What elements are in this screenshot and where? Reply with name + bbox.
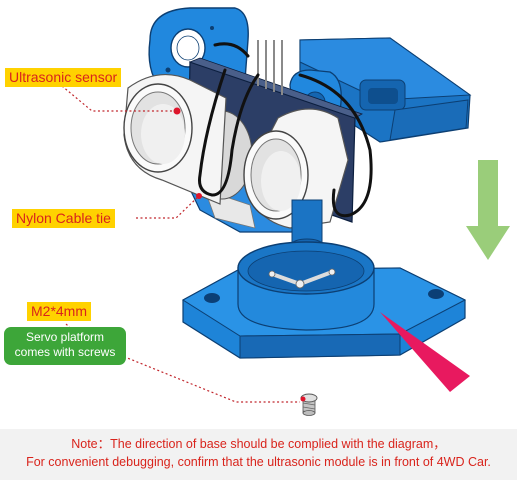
nylon-cable-tie — [198, 42, 373, 218]
leader-cable-tie — [136, 195, 200, 219]
ultrasonic-sensor-label: Ultrasonic sensor — [5, 68, 122, 87]
screw-size-label: M2*4mm — [27, 302, 92, 321]
direction-pointer — [380, 312, 470, 392]
note-text-line2: For convenient debugging, confirm that t… — [26, 455, 491, 469]
down-arrow-icon — [466, 160, 510, 260]
servo-note-line2: comes with screws — [14, 345, 116, 359]
servo-platform-note-badge: Servo platform comes with screws — [4, 327, 126, 365]
note-bar — [0, 429, 517, 480]
servo-base — [182, 241, 467, 359]
leader-ultrasonic — [61, 85, 177, 112]
cable-tie-marker-dot — [196, 193, 202, 199]
servo-note-line1: Servo platform — [25, 330, 105, 344]
screw-icon — [300, 393, 318, 416]
ultrasonic-transducer-right — [243, 108, 349, 229]
note-text-line1: Note：The direction of base should be com… — [71, 437, 446, 451]
nylon-cable-tie-label: Nylon Cable tie — [12, 209, 115, 228]
sensor-marker-dot — [173, 107, 181, 115]
screw-marker-dot — [300, 396, 306, 402]
